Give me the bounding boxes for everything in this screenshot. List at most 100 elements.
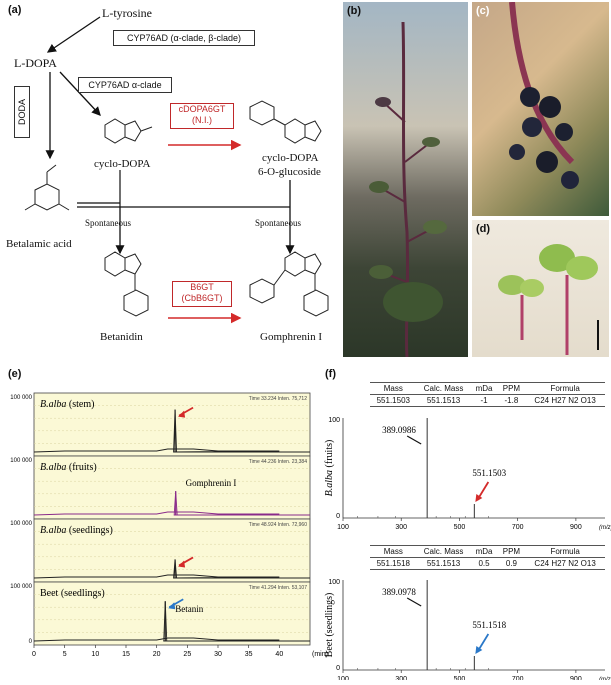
chromatogram-frame xyxy=(33,455,311,520)
ms-peak1-arrow xyxy=(406,597,422,607)
chromatogram-label: B.alba (stem) xyxy=(40,399,94,410)
sample-part: (fruits) xyxy=(66,462,96,473)
ms-peak2-label: 551.1518 xyxy=(472,620,506,630)
spontaneous-left-label: Spontaneous xyxy=(85,218,131,228)
betanidin-label: Betanidin xyxy=(100,331,143,343)
pathway-arrows xyxy=(24,16,329,324)
sample-part: (stem) xyxy=(66,399,94,410)
fruit-drawing-c xyxy=(509,2,579,189)
cyclo-dopa-glucoside-label-2: 6-O-glucoside xyxy=(258,166,321,178)
mda-header: mDa xyxy=(470,545,498,558)
panel-f-letter: (f) xyxy=(325,368,336,380)
chromatogram-y-top: 100 000 xyxy=(10,458,32,464)
ms-y-zero: 0 xyxy=(336,513,340,520)
ms-x-tick-label: 500 xyxy=(454,524,466,531)
ms-y-zero: 0 xyxy=(336,665,340,672)
ms-peak1-label: 389.0986 xyxy=(382,425,416,435)
b6gt-note: (CbB6GT) xyxy=(181,293,223,303)
ms-x-tick-label: 100 xyxy=(337,676,349,680)
chromatogram-header: Time 33.234 Inten. 75,712 xyxy=(249,396,307,402)
sample-part: (seedlings) xyxy=(66,525,112,536)
sample-part: Beet (seedlings) xyxy=(40,588,105,599)
ms-y-label: Beet (seedlings) xyxy=(324,593,335,658)
mass-table-beet: Mass Calc. Mass mDa PPM Formula 551.1518… xyxy=(370,545,605,570)
chromatogram-y-top: 100 000 xyxy=(10,521,32,527)
mass-cell: 551.1503 xyxy=(370,394,417,407)
l-tyrosine-label: L-tyrosine xyxy=(102,6,152,20)
peak-arrowhead xyxy=(168,602,176,610)
ms-x-tick-label: 900 xyxy=(570,676,582,680)
panel-a-letter: (a) xyxy=(8,4,22,16)
ms-peak1-label: 389.0978 xyxy=(382,587,416,597)
cdopa6gt-label: cDOPA6GT xyxy=(178,104,226,114)
mda-header: mDa xyxy=(470,382,498,395)
seedling-photo-d: (d) xyxy=(472,220,609,357)
peak-annotation: Gomphrenin I xyxy=(186,478,237,488)
calc-mass-cell: 551.1513 xyxy=(416,394,471,407)
ms-peak2-arrowhead xyxy=(475,646,483,654)
chromatogram-y-top: 100 000 xyxy=(10,584,32,590)
peak-arrowhead xyxy=(178,560,186,568)
x-tick-label: 0 xyxy=(32,651,36,658)
panel-c-letter: (c) xyxy=(476,5,490,17)
b6gt-label: B6GT xyxy=(190,282,214,292)
x-tick-label: 15 xyxy=(122,651,130,658)
ms-x-tick-label: 300 xyxy=(395,524,407,531)
chromatogram-header: Time 41.294 Inten. 53,107 xyxy=(249,585,307,591)
betalamic-acid-label: Betalamic acid xyxy=(6,238,72,250)
x-unit-label: (min) xyxy=(312,651,328,658)
doda-box: DODA xyxy=(14,86,30,138)
cyp76ad-ab-box: CYP76AD (α-clade, β-clade) xyxy=(113,30,255,46)
sample-part: Beet (seedlings) xyxy=(324,593,335,658)
x-tick-label: 40 xyxy=(275,651,283,658)
calc-mass-header: Calc. Mass xyxy=(416,382,471,395)
chromatogram-frame xyxy=(33,518,311,583)
fruit-photo-c: (c) xyxy=(472,2,609,216)
species-name: B.alba xyxy=(40,525,66,536)
plant-drawing-b xyxy=(369,21,447,357)
cyclo-dopa-glucoside-label: cyclo-DOPA xyxy=(262,152,319,164)
calc-mass-header: Calc. Mass xyxy=(416,545,471,558)
ppm-cell: 0.9 xyxy=(497,557,526,570)
ms-y-label: B.alba (fruits) xyxy=(324,440,335,497)
formula-cell: C24 H27 N2 O13 xyxy=(525,394,605,407)
x-tick-label: 35 xyxy=(245,651,253,658)
mass-cell: 551.1518 xyxy=(370,557,417,570)
ms-x-unit: (m/z) xyxy=(599,525,611,531)
cdopa6gt-note: (N.I.) xyxy=(192,115,212,125)
chromatogram-label: B.alba (fruits) xyxy=(40,462,97,473)
spontaneous-right-label: Spontaneous xyxy=(255,218,301,228)
x-tick-label: 10 xyxy=(91,651,99,658)
chromatogram-header: Time 48.924 Inten. 72,960 xyxy=(249,522,307,528)
panel-e-letter: (e) xyxy=(8,368,22,380)
ms-y-top: 100 xyxy=(328,417,340,424)
formula-cell: C24 H27 N2 O13 xyxy=(525,557,605,570)
chromatogram-label: Beet (seedlings) xyxy=(40,588,105,599)
chromatogram-frame xyxy=(33,581,311,646)
ppm-header: PPM xyxy=(497,382,526,395)
cyclo-dopa-label: cyclo-DOPA xyxy=(94,158,151,170)
mass-header: Mass xyxy=(370,382,417,395)
peak-annotation: Betanin xyxy=(175,604,203,614)
b6gt-box: B6GT (CbB6GT) xyxy=(172,281,232,307)
gomphrenin-label: Gomphrenin I xyxy=(260,331,323,343)
chromatogram-label: B.alba (seedlings) xyxy=(40,525,113,536)
cyp76ad-a-box: CYP76AD α-clade xyxy=(78,77,172,93)
species-name: B.alba xyxy=(40,399,66,410)
sample-part: (fruits) xyxy=(324,440,335,470)
l-dopa-label: L-DOPA xyxy=(14,56,57,70)
ms-x-tick-label: 900 xyxy=(570,524,582,531)
mass-table-fruits: Mass Calc. Mass mDa PPM Formula 551.1503… xyxy=(370,382,605,407)
mass-spectra-chart: 1000389.0986551.1503100300500700900(m/z)… xyxy=(324,417,611,680)
cdopa6gt-box: cDOPA6GT (N.I.) xyxy=(170,103,234,129)
x-tick-label: 5 xyxy=(63,651,67,658)
ms-x-unit: (m/z) xyxy=(599,677,611,680)
ms-x-tick-label: 500 xyxy=(454,676,466,680)
ms-peak2-label: 551.1503 xyxy=(472,468,506,478)
x-tick-label: 30 xyxy=(214,651,222,658)
calc-mass-cell: 551.1513 xyxy=(416,557,471,570)
ms-peak2-arrowhead xyxy=(475,494,483,502)
ms-x-tick-label: 300 xyxy=(395,676,407,680)
mass-header: Mass xyxy=(370,545,417,558)
mda-cell: -1 xyxy=(470,394,498,407)
